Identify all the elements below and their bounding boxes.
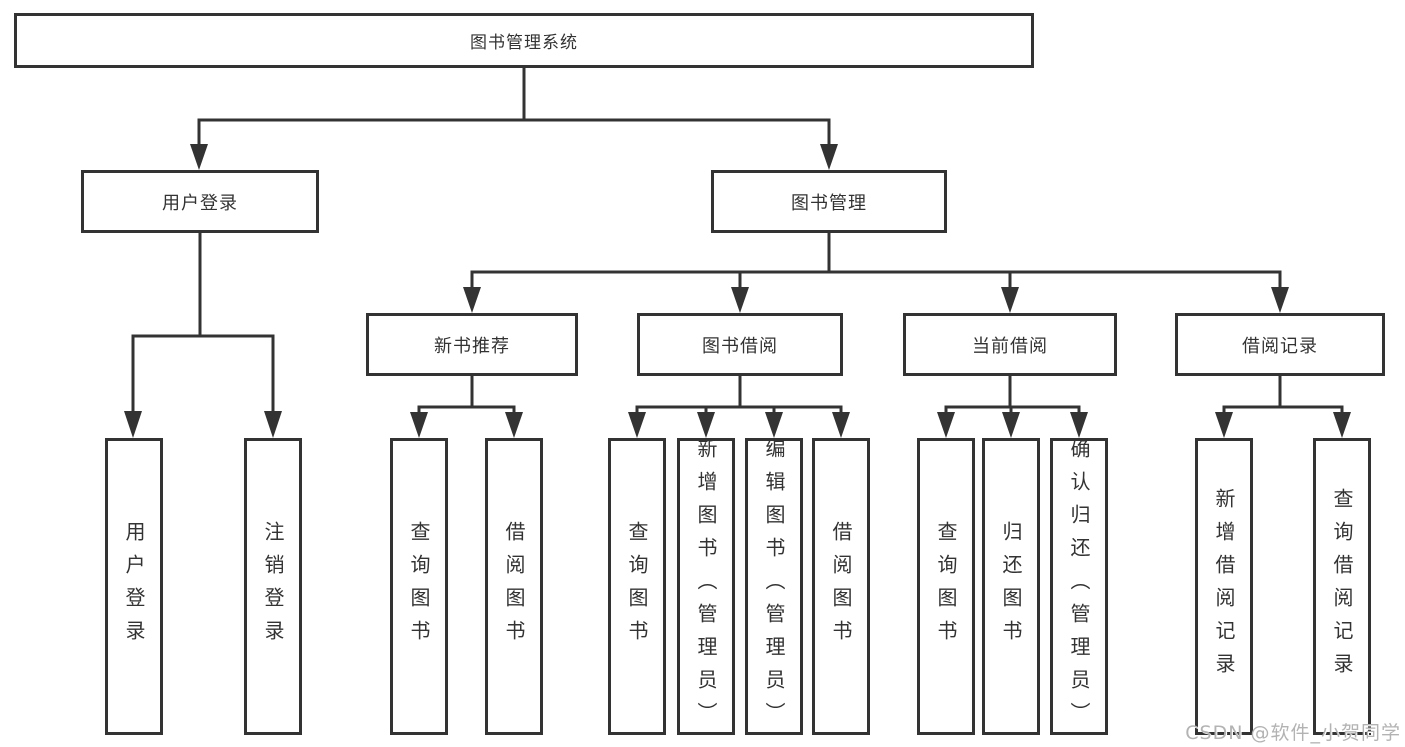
- leaf-label: 归还图书: [999, 520, 1023, 653]
- leaf-label: 查询图书: [407, 520, 431, 653]
- node-label: 当前借阅: [972, 335, 1048, 357]
- leaf-return-books: 归还图书: [982, 438, 1040, 735]
- node-library-management-system: 图书管理系统: [14, 13, 1034, 68]
- leaf-query-books-current: 查询图书: [917, 438, 975, 735]
- connector-book-mgmt-to-level3: [463, 233, 1289, 313]
- leaf-add-borrow-record: 新增借阅记录: [1195, 438, 1253, 735]
- leaf-label: 借阅图书: [502, 520, 526, 653]
- leaf-add-book-admin: 新增图书（管理员）: [677, 438, 735, 735]
- leaf-label: 新增图书（管理员）: [694, 438, 718, 735]
- leaf-query-borrow-record: 查询借阅记录: [1313, 438, 1371, 735]
- node-label: 借阅记录: [1242, 335, 1318, 357]
- csdn-watermark: CSDN @软件_小贺同学: [1185, 722, 1401, 744]
- node-new-book-recommend: 新书推荐: [366, 313, 578, 376]
- leaf-confirm-return-admin: 确认归还（管理员）: [1050, 438, 1108, 735]
- leaf-user-login: 用户登录: [105, 438, 163, 735]
- leaf-label: 注销登录: [261, 520, 285, 653]
- connector-book-borrow-to-leaves: [628, 376, 850, 438]
- connector-user-login-to-leaves: [124, 233, 282, 438]
- connector-current-borrow-to-leaves: [937, 376, 1088, 438]
- node-user-login: 用户登录: [81, 170, 319, 233]
- node-current-borrowing: 当前借阅: [903, 313, 1117, 376]
- leaf-query-books-recommend: 查询图书: [390, 438, 448, 735]
- leaf-label: 借阅图书: [829, 520, 853, 653]
- leaf-logout: 注销登录: [244, 438, 302, 735]
- node-borrowing-records: 借阅记录: [1175, 313, 1385, 376]
- leaf-query-books-borrow: 查询图书: [608, 438, 666, 735]
- node-label: 新书推荐: [434, 335, 510, 357]
- node-label: 图书借阅: [702, 335, 778, 357]
- leaf-borrow-books: 借阅图书: [812, 438, 870, 735]
- leaf-borrow-books-recommend: 借阅图书: [485, 438, 543, 735]
- node-label: 图书管理: [791, 192, 867, 214]
- node-label: 图书管理系统: [470, 33, 578, 53]
- connector-new-book-to-leaves: [410, 376, 523, 438]
- node-book-management: 图书管理: [711, 170, 947, 233]
- leaf-label: 查询图书: [625, 520, 649, 653]
- connector-borrow-records-to-leaves: [1215, 376, 1351, 438]
- leaf-label: 查询图书: [934, 520, 958, 653]
- leaf-label: 编辑图书（管理员）: [762, 438, 786, 735]
- leaf-label: 确认归还（管理员）: [1067, 438, 1091, 735]
- node-label: 用户登录: [162, 192, 238, 214]
- leaf-edit-book-admin: 编辑图书（管理员）: [745, 438, 803, 735]
- leaf-label: 用户登录: [122, 520, 146, 653]
- leaf-label: 新增借阅记录: [1212, 487, 1236, 686]
- connector-root-to-level2: [190, 68, 838, 170]
- node-book-borrowing: 图书借阅: [637, 313, 843, 376]
- leaf-label: 查询借阅记录: [1330, 487, 1354, 686]
